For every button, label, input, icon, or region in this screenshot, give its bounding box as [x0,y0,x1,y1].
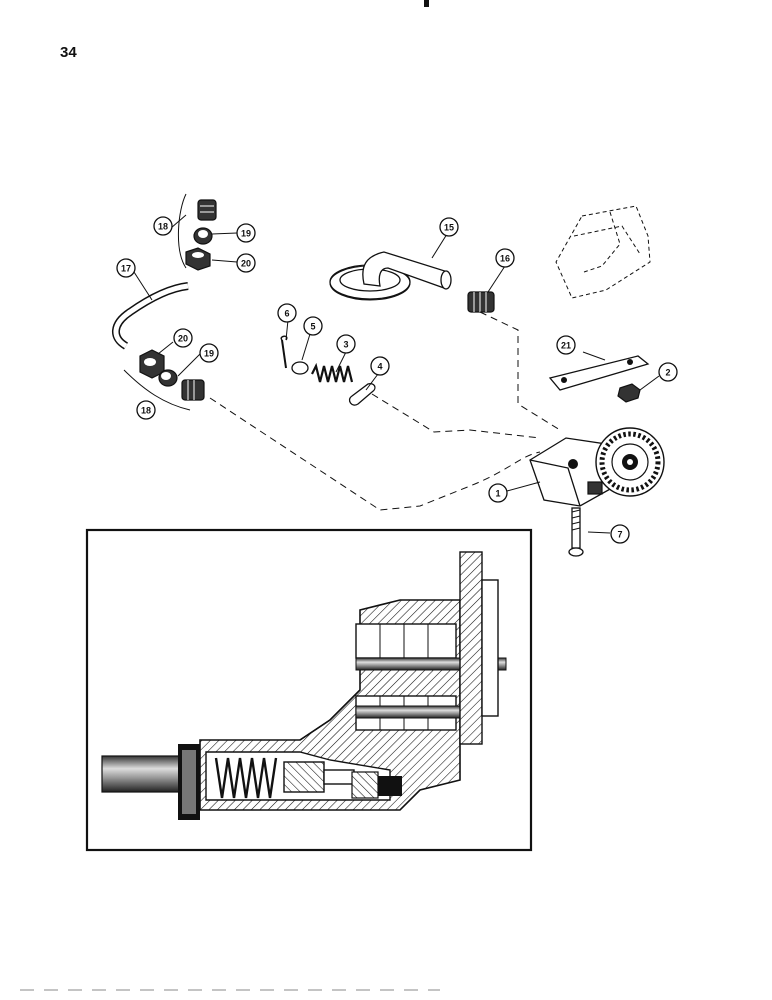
capscrew [568,507,584,557]
callout-group: 1 2 3 4 5 6 7 15 16 17 18 18 19 19 20 20 21 [116,216,678,544]
callout-circle [495,248,515,268]
sectional-view-frame [85,528,533,852]
relief-valve-spring [311,362,354,383]
callout-label: 2 [665,368,670,378]
connector-fitting-16 [467,291,495,313]
callout-circle [236,223,256,243]
oil-pump-body [529,427,665,507]
callout-label: 15 [444,223,454,233]
callout-label: 3 [343,340,348,350]
callout-circle [236,253,256,273]
callout-c4: 4 [370,356,390,376]
callout-circle [116,258,136,278]
callout-circle [199,343,219,363]
callout-c5: 5 [303,316,323,336]
gasket-plate [548,355,650,391]
callout-circle [610,524,630,544]
callout-circle [439,217,459,237]
callout-circle [303,316,323,336]
cotter-pin [280,335,288,369]
callout-label: 1 [495,489,500,499]
callout-label: 20 [178,334,188,344]
callout-circle [658,362,678,382]
callout-label: 21 [561,341,571,351]
callout-circle [488,483,508,503]
callout-c1: 1 [488,483,508,503]
callout-c3: 3 [336,334,356,354]
callout-c20a: 20 [236,253,256,273]
relief-valve-cap [291,361,309,375]
callout-c16: 16 [495,248,515,268]
callout-c17: 17 [116,258,136,278]
callout-leaders [123,193,660,534]
nut-2 [617,383,641,403]
page-number: 34 [60,44,77,61]
callout-c15: 15 [439,217,459,237]
callout-label: 19 [204,349,214,359]
callout-c7: 7 [610,524,630,544]
callout-c18a: 18 [153,216,173,236]
callout-label: 20 [241,259,251,269]
callout-circle [153,216,173,236]
callout-c19a: 19 [236,223,256,243]
oil-tube-17 [112,282,189,350]
oil-pickup-tube [329,251,452,301]
lower-fitting-set [139,349,205,401]
sectional-view [101,551,507,820]
callout-label: 18 [141,406,151,416]
callout-c6: 6 [277,303,297,323]
upper-fitting-set [185,199,217,271]
callout-c19b: 19 [199,343,219,363]
callout-circle [136,400,156,420]
callout-c21: 21 [556,335,576,355]
callout-label: 19 [241,229,251,239]
callout-circle [556,335,576,355]
callout-label: 4 [377,362,382,372]
callout-c2: 2 [658,362,678,382]
callout-c20b: 20 [173,328,193,348]
relief-valve-plunger [348,382,376,406]
callout-label: 16 [500,254,510,264]
callout-circle [277,303,297,323]
callout-label: 5 [310,322,315,332]
callout-label: 18 [158,222,168,232]
callout-circle [370,356,390,376]
callout-label: 6 [284,309,289,319]
callout-circle [336,334,356,354]
callout-circle [173,328,193,348]
engine-bracket-phantom [555,205,651,299]
callout-label: 17 [121,264,131,274]
routing-lines [209,311,561,511]
top-mark [424,0,429,7]
callout-c18b: 18 [136,400,156,420]
callout-label: 7 [617,530,622,540]
